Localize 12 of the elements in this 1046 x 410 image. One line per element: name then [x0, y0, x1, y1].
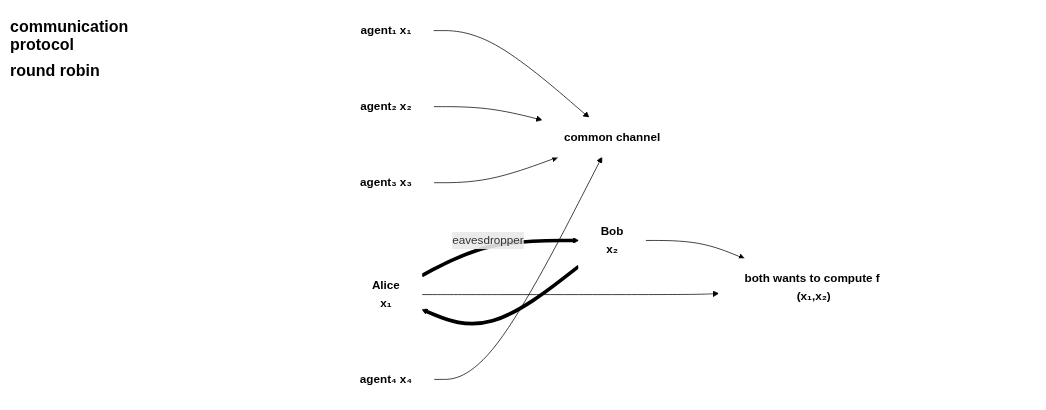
node-text: common channel — [563, 130, 660, 144]
edge-label: eavesdropper — [451, 233, 524, 247]
node-text: agent₁ x₁ — [360, 24, 411, 37]
note-text: communication protocol — [10, 18, 130, 54]
node-text: agent₄ x₄ — [359, 372, 412, 386]
node-text: both wants to compute f (x₁,x₂) — [744, 271, 880, 302]
node-text: Alice x₁ — [371, 279, 400, 310]
arrow — [421, 264, 580, 326]
note-text: round robin — [10, 62, 101, 80]
node-text: agent₂ x₂ — [359, 100, 412, 113]
node-text: agent₃ x₃ — [359, 176, 412, 189]
node-text: Bob x₂ — [600, 225, 624, 256]
